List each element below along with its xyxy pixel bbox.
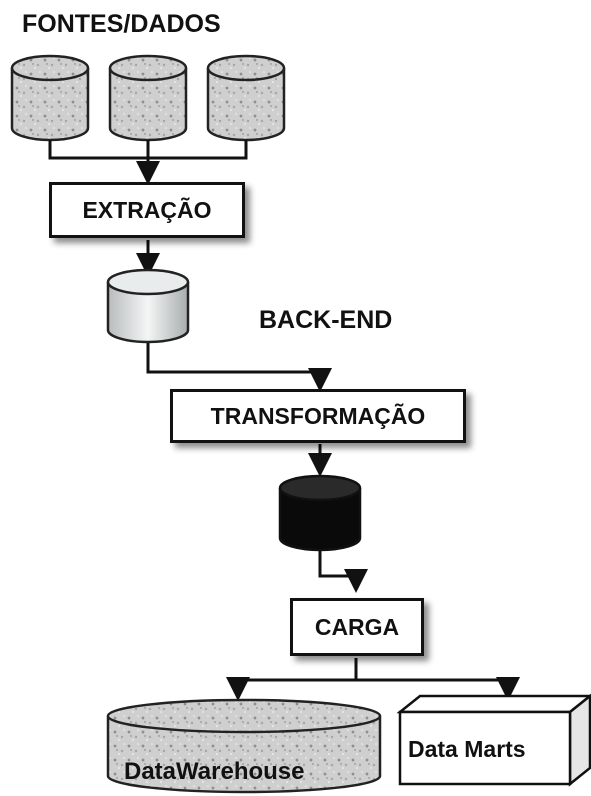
sources-title: FONTES/DADOS xyxy=(22,10,221,38)
backend-label: BACK-END xyxy=(259,306,393,334)
data-marts-label: Data Marts xyxy=(408,736,526,762)
staging-database-icon xyxy=(106,268,190,344)
source-database-icon-1 xyxy=(10,54,90,142)
arrow-to-carga xyxy=(318,551,368,593)
source-connector xyxy=(48,140,248,185)
arrow-to-transformation xyxy=(146,343,332,392)
datawarehouse-label: DataWarehouse xyxy=(124,758,305,785)
datawarehouse-icon xyxy=(106,698,382,794)
transformed-database-icon xyxy=(278,474,362,552)
data-marts-icon xyxy=(396,693,591,787)
extraction-step: EXTRAÇÃO xyxy=(49,182,245,238)
transformation-step: TRANSFORMAÇÃO xyxy=(170,389,466,443)
carga-step: CARGA xyxy=(290,598,424,656)
source-database-icon-2 xyxy=(108,54,188,142)
target-connector xyxy=(226,658,520,701)
source-database-icon-3 xyxy=(206,54,286,142)
